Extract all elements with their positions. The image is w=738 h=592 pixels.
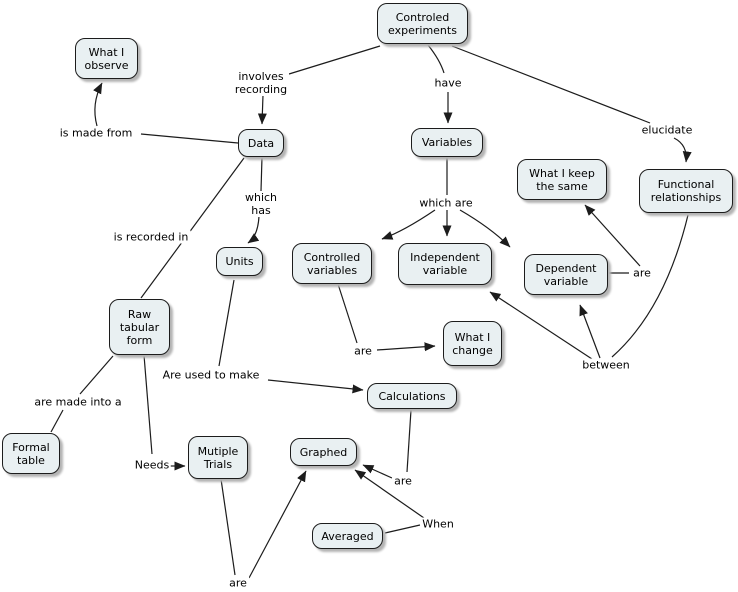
node-averaged[interactable]: Averaged	[312, 523, 383, 549]
edge-label-are-used-to-make[interactable]: Are used to make	[160, 368, 262, 382]
edge-label-needs[interactable]: Needs	[132, 458, 172, 472]
edge-label-which-are[interactable]: which are	[417, 196, 475, 210]
edge-are-used-to-make-to-calculations	[267, 379, 364, 394]
edge-involves-recording-to-data	[257, 94, 267, 125]
node-dependent-variable[interactable]: Dependent variable	[524, 254, 608, 295]
edge-label-have[interactable]: have	[432, 76, 464, 90]
edge-mutiple-trials-to-are	[220, 478, 236, 576]
edge-label-is-recorded-in[interactable]: is recorded in	[111, 230, 191, 244]
edge-raw-tabular-to-are-made-into-a	[79, 355, 114, 395]
node-independent-variable[interactable]: Independent variable	[398, 243, 492, 285]
edge-between-to-dependent-variable	[579, 304, 601, 359]
edge-averaged-to-when	[384, 524, 421, 534]
edge-label-are-calculations[interactable]: are	[392, 474, 414, 488]
edge-experiments-to-involves-recording	[288, 45, 381, 75]
node-what-i-keep-the-same[interactable]: What I keep the same	[517, 159, 607, 200]
node-what-i-change[interactable]: What I change	[443, 321, 502, 366]
edge-which-are-to-controlled-variables	[381, 209, 436, 240]
edge-raw-tabular-to-needs	[143, 354, 153, 455]
edge-are-made-into-a-to-formal-table	[50, 409, 64, 433]
edge-units-to-are-used-to-make	[218, 279, 235, 367]
edge-label-between[interactable]: between	[580, 358, 632, 372]
edge-label-which-has[interactable]: which has	[242, 191, 280, 217]
edge-between-to-independent-variable	[489, 291, 593, 360]
edge-controlled-variables-to-are	[337, 283, 358, 344]
edge-are-to-graphed-from-calculations	[362, 464, 393, 479]
edge-data-to-is-made-from	[140, 133, 239, 144]
node-calculations[interactable]: Calculations	[367, 383, 457, 409]
node-functional-relationships[interactable]: Functional relationships	[639, 169, 733, 213]
node-controlled-variables[interactable]: Controlled variables	[292, 243, 372, 284]
edge-experiments-to-have	[427, 44, 445, 74]
node-controlled-experiments[interactable]: Controled experiments	[377, 3, 468, 44]
edge-label-involves-recording[interactable]: involves recording	[232, 70, 290, 96]
node-mutiple-trials[interactable]: Mutiple Trials	[188, 436, 248, 479]
edge-label-are-made-into-a[interactable]: are made into a	[32, 395, 124, 409]
edge-functional-relationships-to-between	[611, 214, 689, 358]
edge-elucidate-to-functional-relationships	[673, 137, 692, 163]
node-variables[interactable]: Variables	[411, 128, 483, 157]
node-units[interactable]: Units	[216, 247, 263, 276]
edge-data-to-raw-tabular-form	[140, 157, 245, 299]
node-formal-table[interactable]: Formal table	[2, 433, 60, 474]
edge-is-made-from-to-what-i-observe	[93, 82, 103, 127]
edge-label-are-controlled[interactable]: are	[352, 344, 374, 358]
edge-experiments-to-elucidate	[451, 45, 651, 124]
edge-which-are-to-dependent-variable	[459, 209, 511, 248]
node-data[interactable]: Data	[238, 129, 284, 157]
edge-are-to-what-i-keep-the-same	[584, 204, 641, 267]
node-what-i-observe[interactable]: What I observe	[75, 38, 138, 79]
edge-data-to-which-has	[260, 156, 263, 192]
node-graphed[interactable]: Graphed	[290, 438, 357, 466]
edge-are-to-graphed-from-trials	[248, 470, 307, 579]
edge-label-is-made-from[interactable]: is made from	[57, 126, 135, 140]
edge-label-when[interactable]: When	[420, 517, 456, 531]
edge-label-are-trials[interactable]: are	[227, 576, 249, 590]
edge-label-are-dependent[interactable]: are	[631, 266, 653, 280]
edge-calculations-to-are	[406, 409, 412, 473]
edge-are-to-what-i-change	[376, 342, 436, 352]
edge-which-has-to-units	[247, 215, 260, 244]
edge-when-to-graphed	[354, 469, 425, 519]
edge-label-elucidate[interactable]: elucidate	[639, 123, 695, 137]
node-raw-tabular-form[interactable]: Raw tabular form	[109, 299, 170, 355]
